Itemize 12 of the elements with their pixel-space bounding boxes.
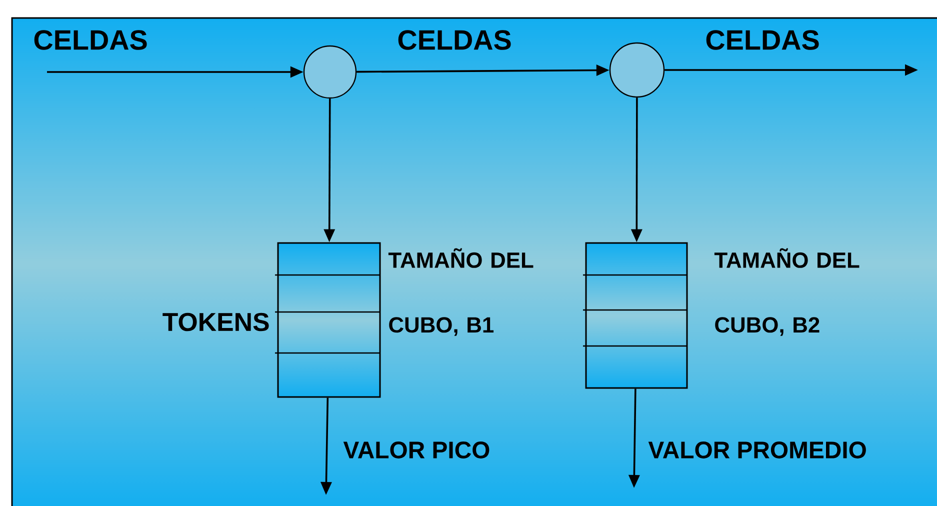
edge-label: VALOR PICO bbox=[343, 442, 490, 458]
side-label: TOKENS bbox=[162, 312, 269, 332]
edge-label: CELDAS bbox=[398, 30, 511, 50]
edge-label: VALOR PROMEDIO bbox=[648, 442, 866, 458]
edge-label: CELDAS bbox=[706, 30, 819, 50]
side-label: TAMAÑO DEL CUBO, B1 bbox=[388, 248, 534, 336]
edge-label: CELDAS bbox=[34, 30, 147, 50]
bucket-drawing bbox=[275, 242, 381, 398]
bucket-drawing bbox=[583, 242, 688, 389]
junction-circle bbox=[609, 42, 665, 98]
side-label: TAMAÑO DEL CUBO, B2 bbox=[714, 248, 860, 336]
junction-circle bbox=[303, 45, 357, 99]
